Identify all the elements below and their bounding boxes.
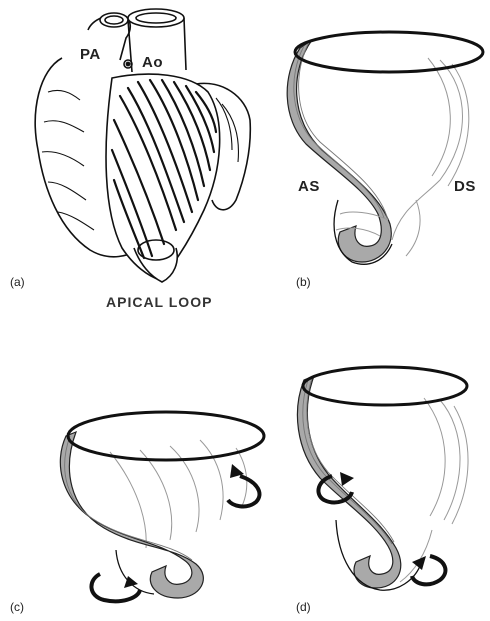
- panel-letter-d: (d): [296, 600, 311, 614]
- panel-b-helix-drawing: [287, 32, 483, 264]
- label-ao: Ao: [142, 54, 163, 71]
- panel-d-helix-drawing: [297, 367, 468, 590]
- panel-a-heart-drawing: [35, 9, 250, 282]
- panel-c-helix-drawing: [60, 412, 264, 601]
- label-pa: PA: [80, 46, 101, 63]
- panel-letter-b: (b): [296, 275, 311, 289]
- label-ds: DS: [454, 178, 476, 195]
- caption-apical-loop: APICAL LOOP: [106, 294, 212, 310]
- panel-letter-a: (a): [10, 275, 25, 289]
- label-as: AS: [298, 178, 320, 195]
- panel-letter-c: (c): [10, 600, 24, 614]
